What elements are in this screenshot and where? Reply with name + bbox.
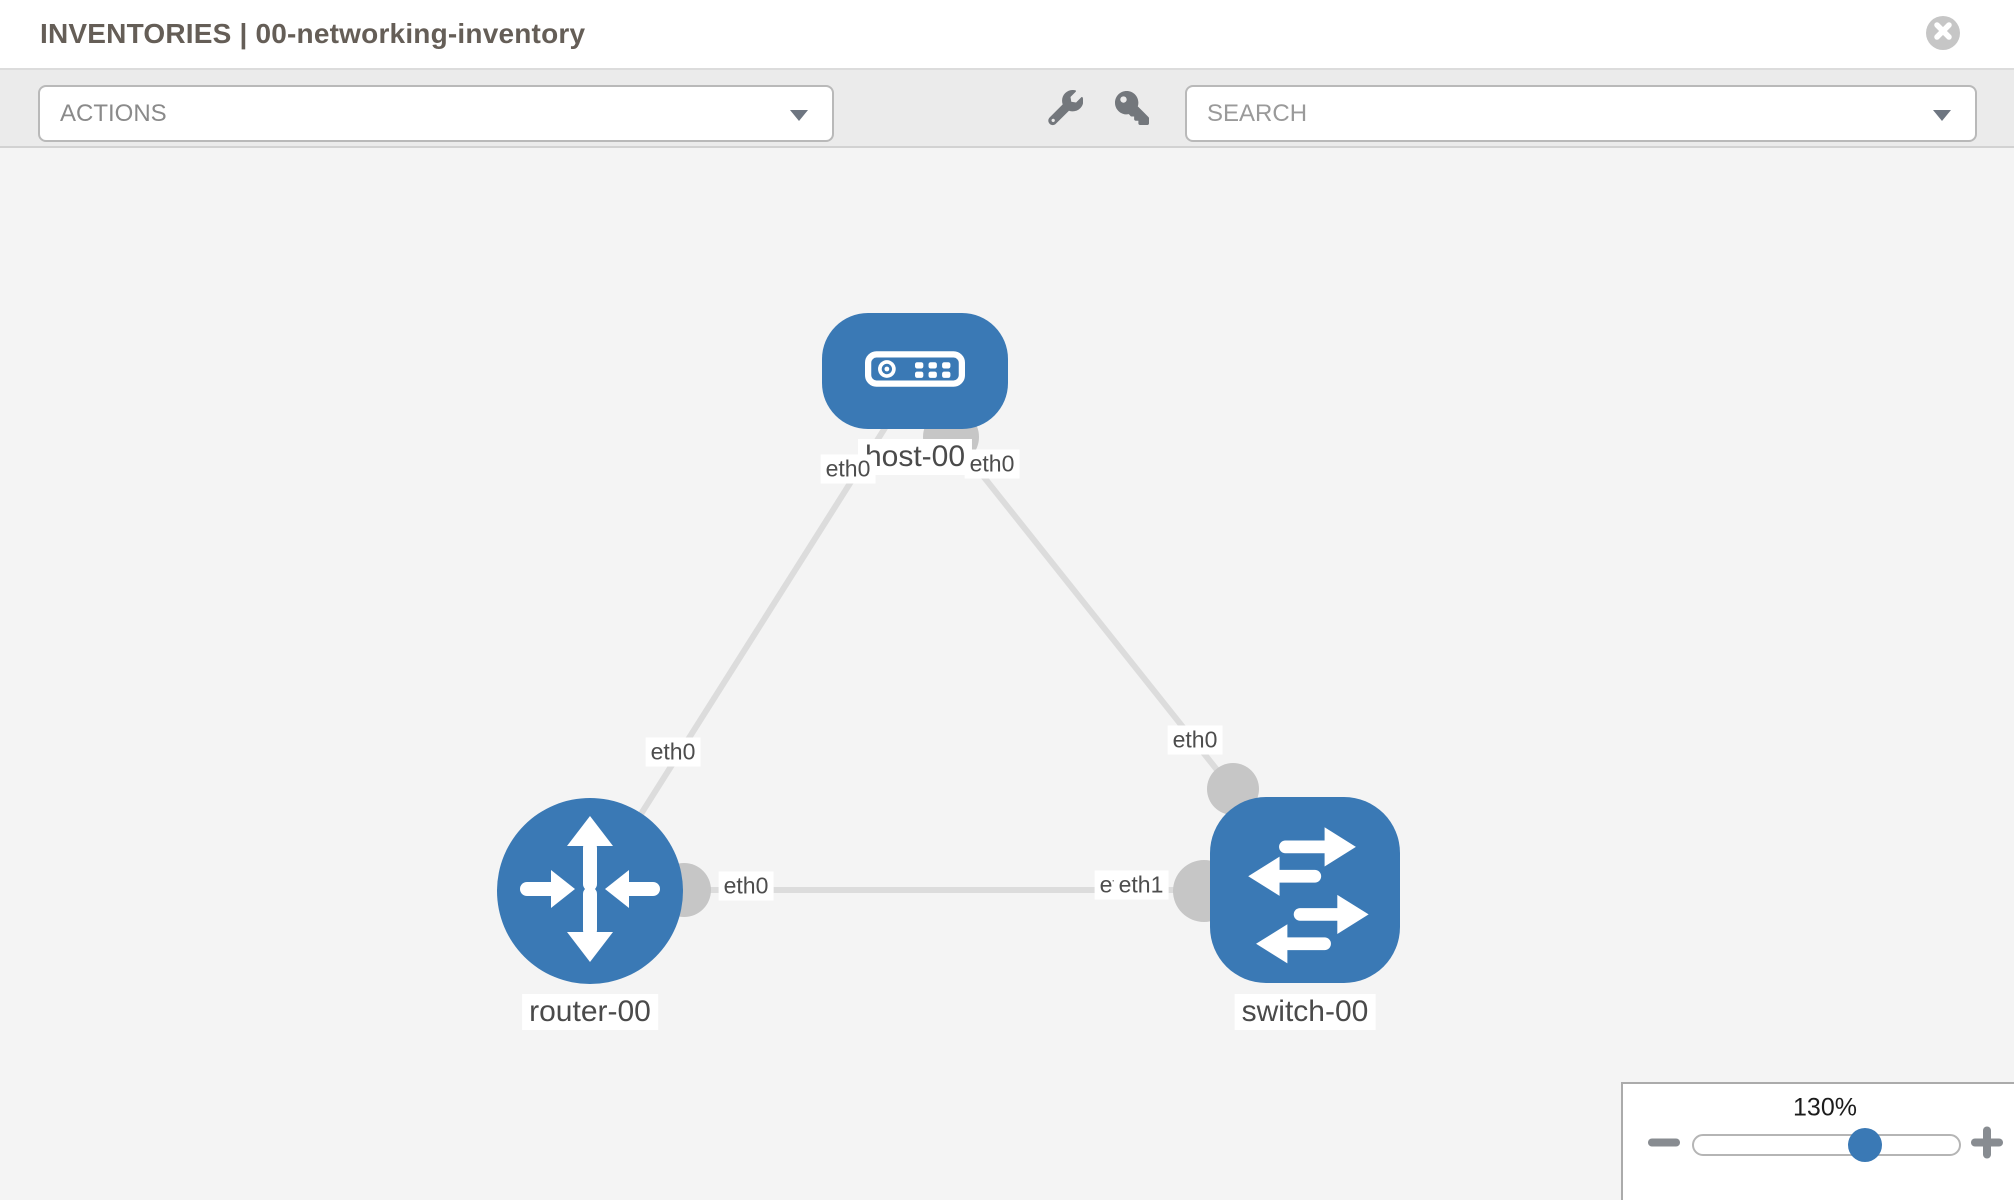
zoom-slider-thumb[interactable] bbox=[1848, 1128, 1882, 1162]
node-switch[interactable] bbox=[1210, 797, 1400, 983]
chevron-down-icon bbox=[1933, 100, 1951, 128]
interface-label: eth0 bbox=[964, 449, 1020, 479]
interface-label: eth1 bbox=[1113, 870, 1169, 900]
zoom-in-icon[interactable] bbox=[1970, 1126, 2004, 1165]
page-title: INVENTORIES | 00-networking-inventory bbox=[40, 18, 586, 49]
search-placeholder: SEARCH bbox=[1207, 99, 1308, 127]
router-icon bbox=[497, 796, 683, 987]
search-dropdown[interactable]: SEARCH bbox=[1185, 85, 1977, 142]
topology-canvas[interactable] bbox=[0, 150, 2014, 1200]
interface-label: eth0 bbox=[645, 737, 701, 767]
actions-dropdown-label: ACTIONS bbox=[60, 99, 167, 127]
chevron-down-icon bbox=[790, 100, 808, 128]
key-icon[interactable] bbox=[1112, 88, 1152, 128]
zoom-slider-track[interactable] bbox=[1692, 1134, 1961, 1156]
node-label-switch: switch-00 bbox=[1234, 994, 1376, 1030]
close-button[interactable] bbox=[1926, 16, 1960, 50]
close-icon bbox=[1933, 21, 1953, 46]
header: INVENTORIES | 00-networking-inventory bbox=[0, 0, 2014, 70]
interface-label: eth0 bbox=[1167, 725, 1223, 755]
zoom-control-panel: 130% bbox=[1621, 1082, 2014, 1200]
node-label-host: host-00 bbox=[857, 439, 973, 475]
node-label-router: router-00 bbox=[522, 994, 658, 1030]
node-router[interactable] bbox=[497, 798, 683, 984]
node-host[interactable] bbox=[822, 313, 1008, 429]
zoom-out-icon[interactable] bbox=[1647, 1126, 1681, 1165]
actions-dropdown[interactable]: ACTIONS bbox=[38, 85, 834, 142]
zoom-percent-value: 130% bbox=[1793, 1093, 1857, 1122]
toolbar: ACTIONS SEARCH bbox=[0, 70, 2014, 148]
wrench-icon[interactable] bbox=[1045, 88, 1085, 128]
interface-label: eth0 bbox=[820, 454, 876, 484]
interface-label: eth0 bbox=[718, 871, 774, 901]
host-icon bbox=[865, 350, 965, 392]
switch-icon bbox=[1210, 795, 1400, 986]
link-host-router bbox=[595, 418, 893, 884]
